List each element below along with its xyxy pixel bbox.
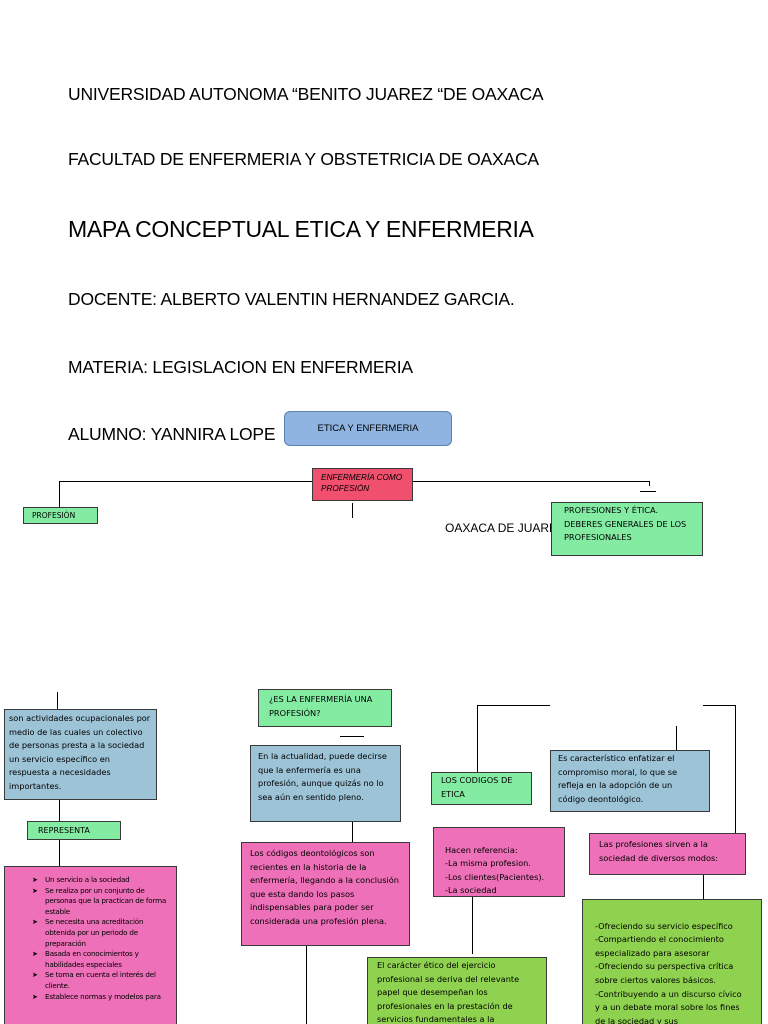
node-actualidad: En la actualidad, puede decirse que la e…	[250, 745, 401, 822]
subject-line: MATERIA: LEGISLACION EN ENFERMERIA	[68, 357, 413, 377]
university-title: UNIVERSIDAD AUTONOMA “BENITO JUAREZ “DE …	[68, 84, 544, 104]
node-text: Las profesiones sirven a la sociedad de …	[599, 839, 719, 863]
node-text: El carácter ético del ejercicio profesio…	[377, 960, 520, 1024]
node-text: En la actualidad, puede decirse que la e…	[258, 751, 387, 802]
connector-line	[735, 705, 736, 833]
node-codigos-etica: LOS CODIGOS DE ETICA	[431, 772, 532, 805]
connector-line	[649, 481, 650, 486]
connector-line	[413, 481, 650, 482]
connector-line	[59, 481, 312, 482]
teacher-line: DOCENTE: ALBERTO VALENTIN HERNANDEZ GARC…	[68, 289, 515, 309]
node-text: -Ofreciendo su servicio específico -Comp…	[595, 920, 742, 1024]
connector-line	[640, 491, 656, 492]
connector-line	[352, 503, 353, 518]
node-representa-list: Un servicio a la sociedadSe realiza por …	[4, 866, 177, 1024]
node-hacen-referencia: Hacen referencia: -La misma profesion. -…	[433, 827, 565, 897]
connector-line	[703, 705, 736, 706]
node-label: PROFESIÓN	[32, 511, 76, 520]
connector-line	[352, 822, 353, 842]
faculty-title: FACULTAD DE ENFERMERIA Y OBSTETRICIA DE …	[68, 149, 539, 169]
connector-line	[59, 800, 60, 821]
node-text: Los códigos deontológicos son recientes …	[250, 848, 399, 926]
list-item: Un servicio a la sociedad	[5, 875, 172, 886]
list-item: Se toma en cuenta el interés del cliente…	[5, 970, 172, 991]
connector-line	[59, 840, 60, 866]
node-codigos-recientes: Los códigos deontológicos son recientes …	[241, 842, 410, 946]
node-caracter-etico: El carácter ético del ejercicio profesio…	[367, 957, 547, 1024]
node-text: Es característico enfatizar el compromis…	[558, 753, 678, 804]
node-modos: -Ofreciendo su servicio específico -Comp…	[582, 899, 762, 1024]
connector-line	[703, 875, 704, 899]
node-label: LOS CODIGOS DE ETICA	[441, 775, 513, 799]
node-representa: REPRESENTA	[27, 821, 121, 840]
list-item: Basada en conocimientos y habilidades es…	[5, 949, 172, 970]
list-item: Se necesita una acreditación obtenida po…	[5, 917, 172, 949]
node-profesion: PROFESIÓN	[23, 507, 98, 524]
node-profesiones-sirven: Las profesiones sirven a la sociedad de …	[589, 833, 746, 875]
representa-list: Un servicio a la sociedadSe realiza por …	[5, 875, 172, 1002]
list-item: Se realiza por un conjunto de personas q…	[5, 886, 172, 918]
node-label: ¿ES LA ENFERMERÍA UNA PROFESIÓN?	[269, 694, 373, 718]
node-compromiso-moral: Es característico enfatizar el compromis…	[550, 750, 710, 812]
node-profesiones-y-etica: PROFESIONES Y ÉTICA. DEBERES GENERALES D…	[551, 502, 703, 556]
node-label: PROFESIONES Y ÉTICA. DEBERES GENERALES D…	[564, 505, 687, 543]
node-pregunta: ¿ES LA ENFERMERÍA UNA PROFESIÓN?	[258, 689, 392, 727]
node-enfermeria-como-profesion: ENFERMERÍA COMO PROFESIÓN	[312, 468, 413, 501]
connector-line	[477, 705, 478, 772]
node-actividades-ocupacionales: son actividades ocupacionales por medio …	[4, 709, 157, 800]
connector-line	[57, 692, 58, 709]
node-text: Hacen referencia: -La misma profesion. -…	[445, 844, 545, 896]
connector-line	[59, 481, 60, 507]
connector-line	[477, 705, 550, 706]
page-title: MAPA CONCEPTUAL ETICA Y ENFERMERIA	[68, 216, 534, 242]
root-node-etica-enfermeria: ETICA Y ENFERMERIA	[284, 411, 452, 446]
connector-line	[472, 897, 473, 954]
node-label: ENFERMERÍA COMO PROFESIÓN	[321, 473, 403, 493]
student-line: ALUMNO: YANNIRA LOPE	[68, 424, 276, 444]
connector-line	[676, 726, 677, 750]
place-line: OAXACA DE JUAREZ	[445, 521, 565, 535]
connector-line	[306, 946, 307, 1024]
node-label: REPRESENTA	[38, 826, 90, 835]
node-text: son actividades ocupacionales por medio …	[9, 713, 151, 791]
list-item: Establece normas y modelos para	[5, 992, 172, 1003]
connector-line	[340, 736, 364, 737]
